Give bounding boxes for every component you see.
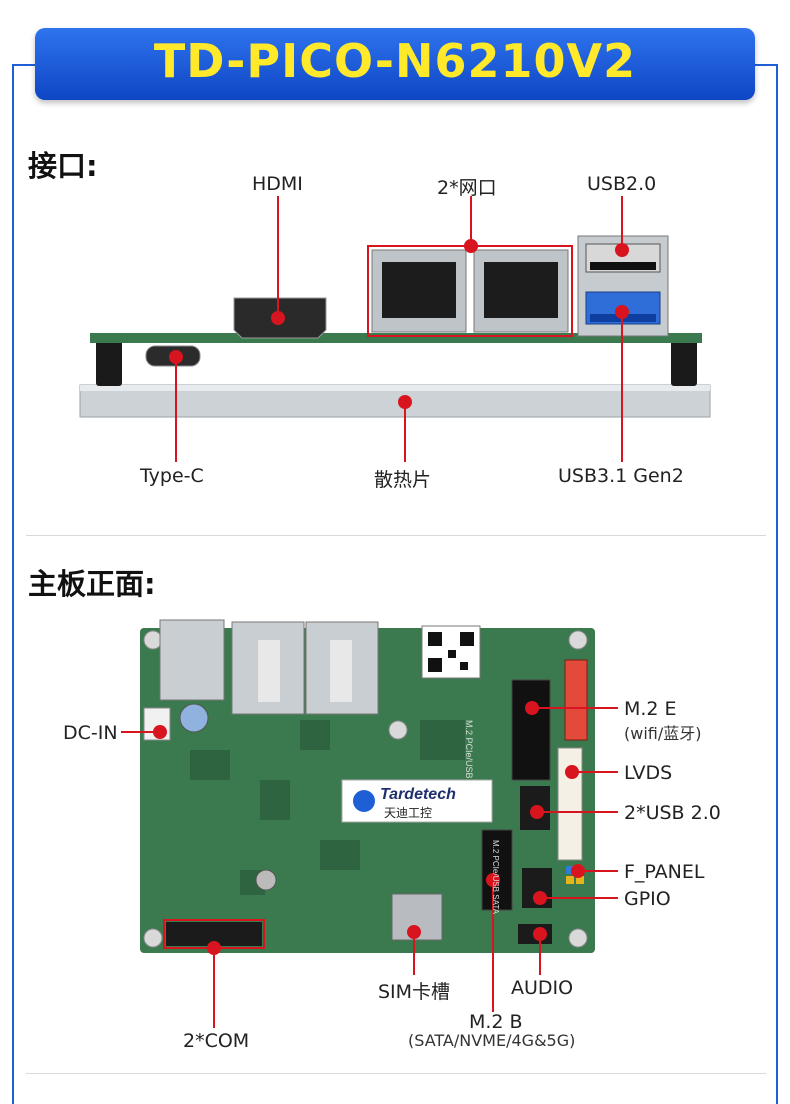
label-audio: AUDIO (511, 977, 574, 999)
capacitor (179, 703, 209, 733)
m2b-slot (481, 829, 513, 911)
title-banner: TD-PICO-N6210V2 (35, 28, 755, 100)
lvds-connector (557, 747, 583, 861)
m2e-slot (511, 679, 551, 781)
m2e-slot-text: M.2 PCIe/USB (464, 720, 474, 779)
logo-cn: 天迪工控 (384, 806, 433, 820)
page-title: TD-PICO-N6210V2 (153, 34, 637, 88)
label-hdmi: HDMI (252, 173, 303, 195)
red-header (564, 659, 588, 741)
section-title-board-front: 主板正面: (28, 567, 156, 601)
m2b-slot-text: M.2 PCIe/USB SATA (491, 840, 500, 914)
label-dcin: DC-IN (63, 722, 118, 744)
pcb-edge (90, 333, 702, 343)
label-usb2: USB2.0 (587, 173, 657, 195)
label-lvds: LVDS (624, 762, 673, 784)
label-m2b-sub: (SATA/NVME/4G&5G) (408, 1031, 576, 1050)
label-usb20: 2*USB 2.0 (624, 802, 721, 824)
standoff-left (96, 340, 122, 386)
label-typec: Type-C (140, 465, 204, 487)
standoff-right (671, 340, 697, 386)
label-fpanel: F_PANEL (624, 861, 705, 883)
logo-plate (341, 779, 493, 823)
section-divider (26, 535, 766, 536)
label-gpio: GPIO (624, 888, 671, 910)
board-usb (159, 619, 225, 701)
sim-slot (391, 893, 443, 941)
logo-text: Tardetech (380, 786, 456, 803)
label-heatsink: 散热片 (374, 469, 432, 491)
label-m2e: M.2 E (624, 698, 677, 720)
label-m2e-sub: (wifi/蓝牙) (624, 724, 702, 743)
label-sim: SIM卡槽 (378, 981, 451, 1003)
section-title-interfaces: 接口: (28, 149, 98, 183)
bottom-divider (26, 1073, 766, 1074)
label-usb31: USB3.1 Gen2 (558, 465, 684, 487)
label-lan: 2*网口 (437, 177, 497, 199)
label-com: 2*COM (183, 1030, 250, 1052)
label-m2b: M.2 B (469, 1011, 523, 1033)
